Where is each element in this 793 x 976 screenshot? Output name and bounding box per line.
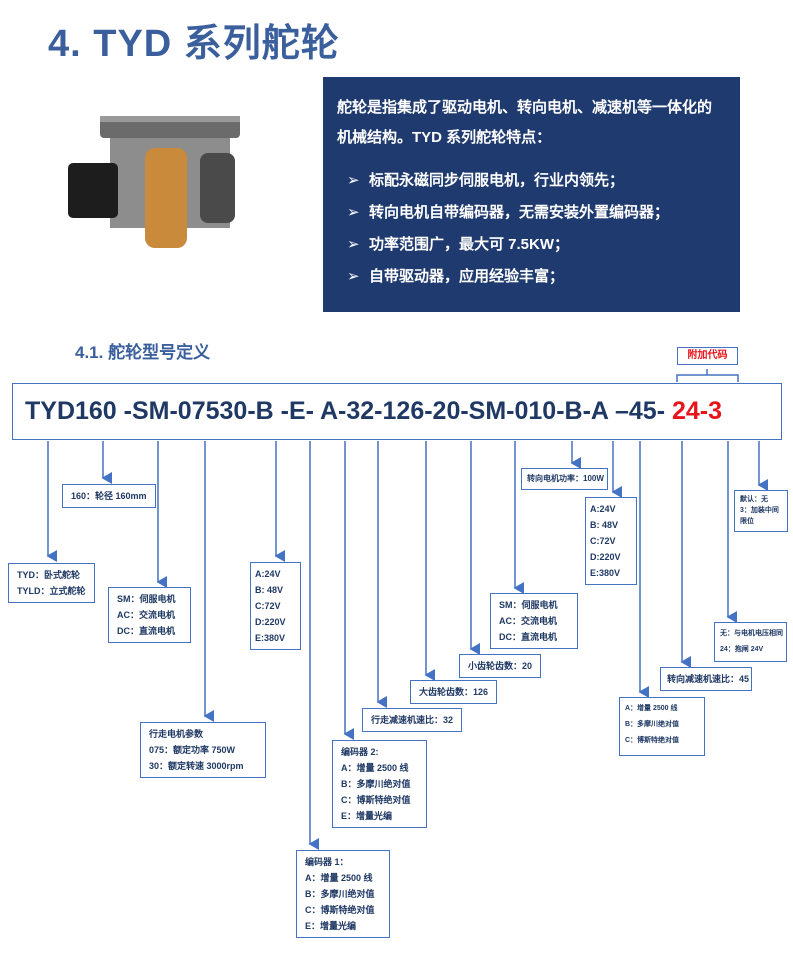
model-code-extra: 24-3 — [671, 397, 723, 425]
box-line: 行走电机参数 — [149, 729, 204, 739]
extra-code-bracket — [676, 369, 739, 382]
box-line: 3：加装中间 — [740, 507, 779, 514]
box-line: A:24V — [590, 504, 616, 514]
page-title: 4. TYD 系列舵轮 — [48, 23, 340, 65]
box-line: A：增量 2500 线 — [625, 705, 678, 712]
feature-item: 功率范围广，最大可 7.5KW； — [337, 229, 726, 261]
box-line: 30：额定转速 3000rpm — [149, 761, 244, 771]
box-line: 小齿轮齿数：20 — [468, 661, 533, 671]
intro-panel: 舵轮是指集成了驱动电机、转向电机、减速机等一体化的机械结构。TYD 系列舵轮特点… — [323, 77, 740, 312]
box-line: B: 48V — [255, 585, 284, 595]
motor-params-box: 行走电机参数 075：额定功率 750W 30：额定转速 3000rpm — [140, 722, 266, 778]
box-line: AC：交流电机 — [117, 610, 175, 620]
section-heading: 4.1. 舵轮型号定义 — [75, 343, 211, 362]
box-line: 大齿轮齿数：126 — [419, 687, 489, 697]
box-line: D:220V — [590, 552, 621, 562]
model-code-main: TYD160 -SM-07530-B -E- A-32-126-20-SM-01… — [25, 397, 672, 425]
box-line: B：多摩川绝对值 — [625, 721, 680, 728]
intro-text: 舵轮是指集成了驱动电机、转向电机、减速机等一体化的机械结构。TYD 系列舵轮特点… — [337, 99, 713, 146]
feature-item: 自带驱动器，应用经验丰富； — [337, 261, 726, 293]
box-line: B: 48V — [590, 520, 619, 530]
encoder1-box: 编码器 1： A：增量 2500 线 B：多摩川绝对值 C：博斯特绝对值 E：增量光编 — [296, 850, 390, 938]
extra-code-label: 附加代码 — [677, 347, 738, 365]
box-line: SM：伺服电机 — [499, 600, 558, 610]
drive-ratio-box: 行走减速机速比：32 — [362, 708, 463, 732]
box-line: 编码器 1： — [305, 857, 349, 867]
box-line: C：博斯特绝对值 — [341, 795, 411, 805]
box-line: A:24V — [255, 569, 281, 579]
steer-ratio-box: 转向减速机速比：45 — [660, 667, 752, 691]
box-line: 075：额定功率 750W — [149, 745, 236, 755]
diameter-box: 160：轮径 160mm — [62, 484, 156, 508]
box-line: 24：抱闸 24V — [720, 646, 764, 653]
voltage2-box: A:24V B: 48V C:72V D:220V E:380V — [585, 497, 637, 585]
box-line: TYD：卧式舵轮 — [17, 570, 81, 580]
model-code: TYD160 -SM-07530-B -E- A-32-126-20-SM-01… — [12, 383, 782, 440]
box-line: E：增量光编 — [341, 811, 393, 821]
box-line: B：多摩川绝对值 — [305, 889, 375, 899]
feature-item: 转向电机自带编码器，无需安装外置编码器； — [337, 197, 726, 229]
box-line: SM：伺服电机 — [117, 594, 176, 604]
big-gear-box: 大齿轮齿数：126 — [410, 680, 498, 704]
box-line: 行走减速机速比：32 — [371, 715, 454, 725]
feature-item: 标配永磁同步伺服电机，行业内领先； — [337, 165, 726, 197]
box-line: C：博斯特绝对值 — [625, 737, 680, 744]
motor1-box: SM：伺服电机 AC：交流电机 DC：直流电机 — [108, 587, 191, 643]
box-line: A：增量 2500 线 — [341, 763, 409, 773]
box-line: B：多摩川绝对值 — [341, 779, 411, 789]
small-gear-box: 小齿轮齿数：20 — [459, 654, 542, 678]
box-line: 160：轮径 160mm — [71, 491, 147, 501]
box-line: E：增量光编 — [305, 921, 357, 931]
box-line: C：博斯特绝对值 — [305, 905, 375, 915]
box-line: DC：直流电机 — [117, 626, 175, 636]
encoder2-box: 编码器 2: A：增量 2500 线 B：多摩川绝对值 C：博斯特绝对值 E：增量光编 — [332, 740, 427, 828]
box-line: 转向电机功率：100W — [527, 474, 604, 483]
box-line: 限位 — [740, 518, 754, 525]
steering-wheel-photo — [60, 108, 250, 253]
box-line: 默认：无 — [740, 496, 768, 503]
motor2-box: SM：伺服电机 AC：交流电机 DC：直流电机 — [490, 593, 578, 649]
box-line: D:220V — [255, 617, 286, 627]
box-line: 编码器 2: — [341, 747, 379, 757]
box-line: C:72V — [255, 601, 281, 611]
box-line: DC：直流电机 — [499, 632, 557, 642]
limit-box: 默认：无 3：加装中间限位 — [734, 490, 788, 532]
box-line: TYLD：立式舵轮 — [17, 586, 86, 596]
voltage1-box: A:24V B: 48V C:72V D:220V E:380V — [250, 562, 301, 650]
box-line: 无：与电机电压相同 — [720, 630, 783, 637]
brake-box: 无：与电机电压相同 24：抱闸 24V — [714, 622, 787, 662]
box-line: E:380V — [590, 568, 621, 578]
box-line: C:72V — [590, 536, 616, 546]
box-line: AC：交流电机 — [499, 616, 557, 626]
box-line: 转向减速机速比：45 — [667, 674, 750, 684]
steer-power-box: 转向电机功率：100W — [521, 468, 608, 490]
type-box: TYD：卧式舵轮 TYLD：立式舵轮 — [8, 563, 95, 603]
box-line: A：增量 2500 线 — [305, 873, 373, 883]
encoder3-box: A：增量 2500 线 B：多摩川绝对值 C：博斯特绝对值 — [619, 697, 705, 756]
box-line: E:380V — [255, 633, 286, 643]
